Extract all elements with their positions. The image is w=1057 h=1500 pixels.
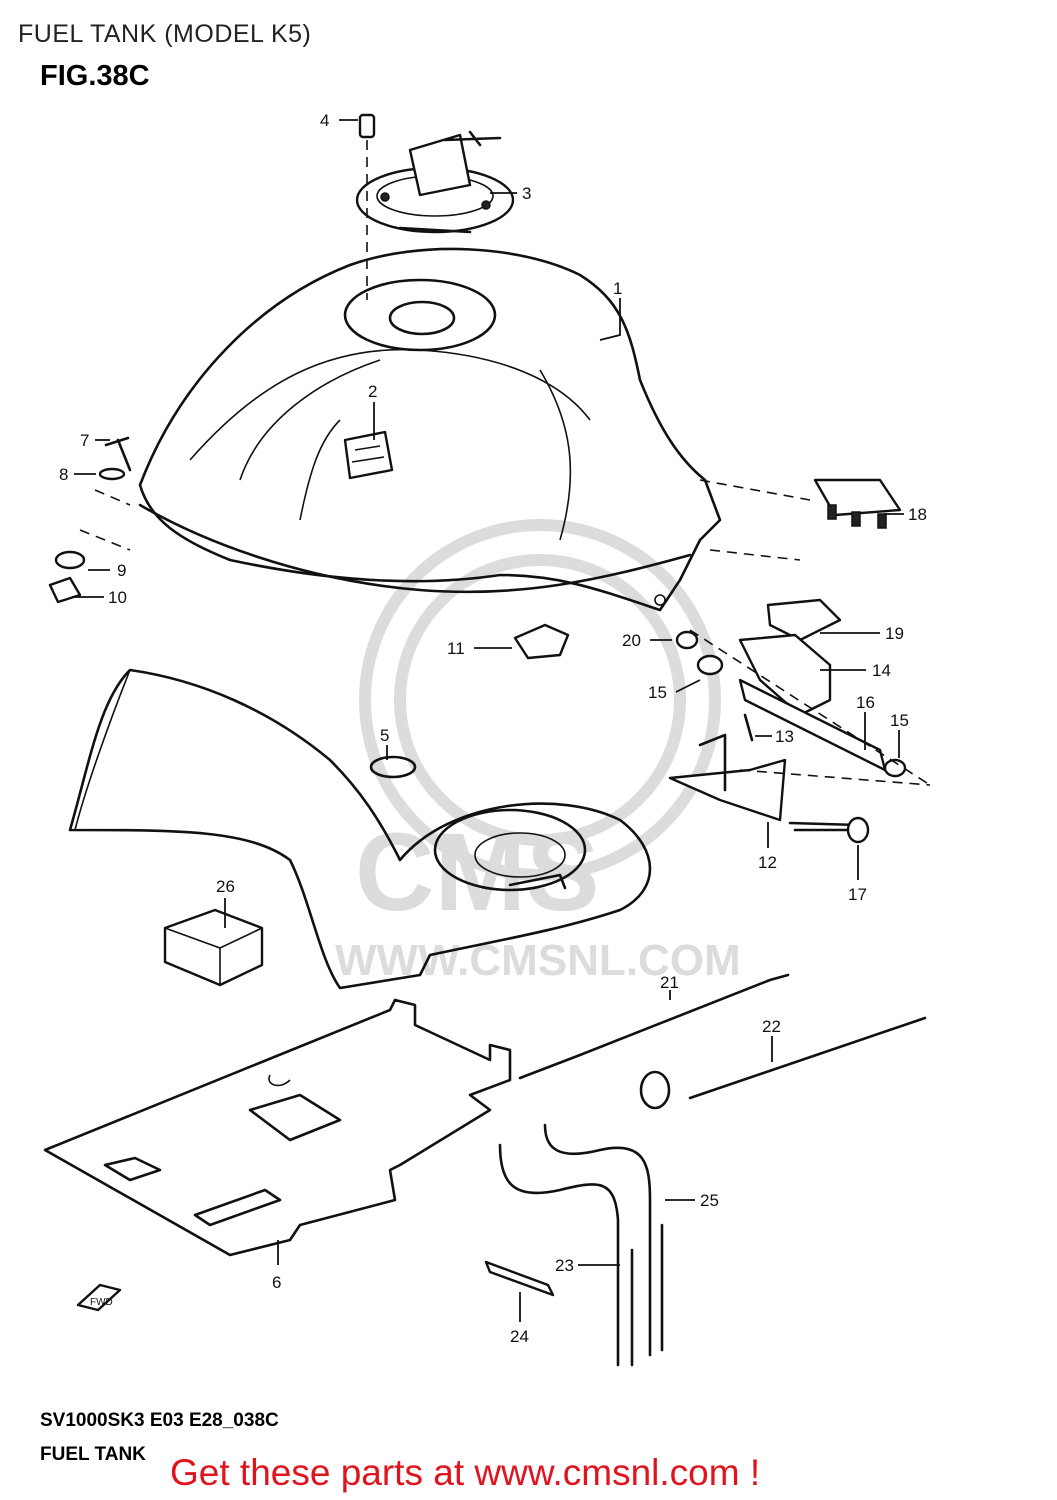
callout-10: 10 — [108, 588, 127, 607]
heat-shield-plate — [43, 998, 512, 1257]
callout-12: 12 — [758, 853, 777, 872]
callout-11: 11 — [447, 639, 465, 658]
mount-fasteners-left — [48, 436, 132, 604]
callout-6: 6 — [272, 1273, 281, 1292]
cushion-pad — [513, 623, 570, 660]
fuel-cap-assembly — [355, 113, 515, 300]
callout-23: 23 — [555, 1256, 574, 1275]
callout-8: 8 — [59, 465, 68, 484]
model-code: SV1000SK3 E03 E28_038C — [40, 1410, 279, 1431]
callout-24: 24 — [510, 1327, 529, 1346]
hose-clamp — [484, 1260, 555, 1297]
callout-20: 20 — [622, 631, 641, 650]
figure-number: FIG.38C — [40, 60, 150, 92]
shop-link[interactable]: Get these parts at www.cmsnl.com ! — [170, 1452, 761, 1493]
foam-block — [163, 908, 264, 987]
fwd-label: FWD — [90, 1297, 113, 1308]
breather-wire — [518, 973, 790, 1080]
callout-4: 4 — [320, 111, 329, 130]
watermark-brand: CMS — [355, 811, 599, 934]
callout-19: 19 — [885, 624, 904, 643]
callout-22: 22 — [762, 1017, 781, 1036]
callout-18: 18 — [908, 505, 927, 524]
section-name: FUEL TANK — [40, 1444, 146, 1465]
callout-15-right: 15 — [890, 711, 909, 730]
callout-14: 14 — [872, 661, 891, 680]
callout-26: 26 — [216, 877, 235, 896]
callout-16: 16 — [856, 693, 875, 712]
callout-9: 9 — [117, 561, 126, 580]
tank-under-cover — [68, 668, 652, 990]
callout-3: 3 — [522, 184, 531, 203]
callout-13: 13 — [775, 727, 794, 746]
fuel-tank-shell — [138, 247, 722, 612]
drain-wire — [639, 1016, 927, 1110]
forward-direction-arrow: FWD — [76, 1283, 122, 1312]
callout-2: 2 — [368, 382, 377, 401]
fuel-hoses — [498, 1123, 664, 1367]
callout-21: 21 — [660, 973, 679, 992]
watermark-logo: CMS WWW.CMSNL.COM — [335, 519, 741, 985]
callout-5: 5 — [380, 726, 389, 745]
callout-25: 25 — [700, 1191, 719, 1210]
callout-15-left: 15 — [648, 683, 667, 702]
callout-17: 17 — [848, 885, 867, 904]
page-header-title: FUEL TANK (MODEL K5) — [18, 20, 312, 48]
callout-1: 1 — [613, 279, 622, 298]
leader-lines — [72, 119, 904, 1322]
callout-labels: 4 3 1 2 7 8 9 10 11 5 26 18 19 14 20 15 … — [59, 111, 927, 1346]
rear-bracket-assembly — [668, 478, 931, 844]
callout-7: 7 — [80, 431, 89, 450]
